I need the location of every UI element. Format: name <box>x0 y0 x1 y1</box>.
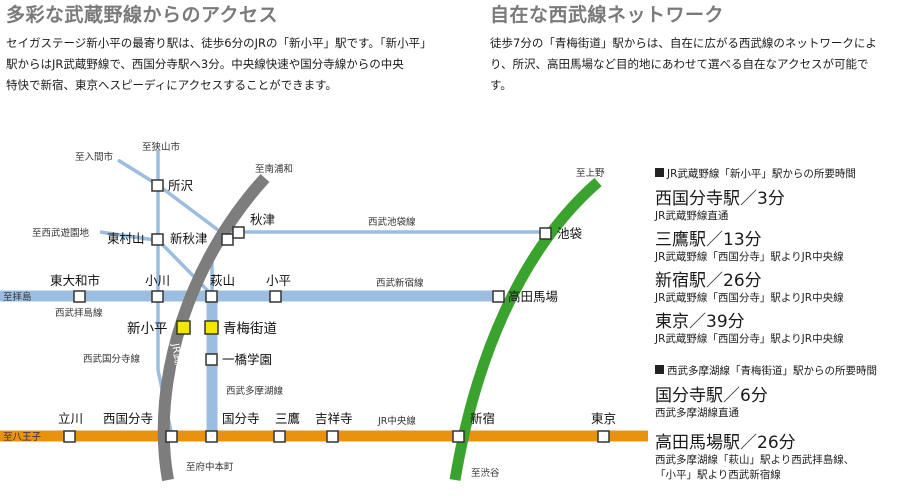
station-marker-tokyo <box>597 430 610 443</box>
line-label-tamako: 西武多摩湖線 <box>226 385 284 397</box>
line-label-ikebukuro: 西武池袋線 <box>368 216 416 228</box>
label-tokorozawa: 所沢 <box>168 178 194 193</box>
label-higashiyamato: 東大和市 <box>50 273 100 288</box>
line-label-chuo: JR中央線 <box>377 415 416 427</box>
station-marker-tachikawa <box>63 430 76 443</box>
dir-minamiurawa: 至南浦和 <box>255 163 293 175</box>
jr-item-2: 三鷹駅／13分 JR武蔵野線「西国分寺」駅よりJR中央線 <box>655 230 895 265</box>
right-line-2: り、所沢、高田馬場など目的地にあわせて選べる自在なアクセスが可能で <box>490 57 869 71</box>
station-marker-ogawa <box>151 290 164 303</box>
dir-ueno: 至上野 <box>576 168 605 179</box>
station-marker-shinjuku <box>452 430 465 443</box>
station-marker-hagiyama <box>205 290 218 303</box>
square-bullet-icon <box>655 365 664 374</box>
right-paragraph: 徒歩7分の「青梅街道」駅からは、自在に広がる西武線のネットワークによ り、所沢、… <box>490 33 895 96</box>
label-tokyo: 東京 <box>591 411 616 426</box>
right-title: 自在な西武線ネットワーク <box>490 4 725 26</box>
jr-section-header: JR武蔵野線「新小平」駅からの所要時間 <box>655 166 895 181</box>
seibu-item-1-dest: 国分寺駅／6分 <box>655 386 768 406</box>
jr-item-4-route: JR武蔵野線「西国分寺」駅よりJR中央線 <box>655 333 844 345</box>
seibu-item-2-route-1: 西武多摩湖線「萩山」駅より西武拝島線、 <box>655 454 855 466</box>
station-marker-omekaido <box>204 320 219 335</box>
station-marker-kichijoji <box>326 430 339 443</box>
jr-item-4-dest: 東京／39分 <box>655 312 745 332</box>
seibu-header-text: 西武多摩湖線「青梅街道」駅からの所要時間 <box>667 365 877 377</box>
left-line-3: 特快で新宿、東京へスピーディにアクセスすることができます。 <box>6 78 337 92</box>
left-line-1: セイガステージ新小平の最寄り駅は、徒歩6分のJRの「新小平」駅です。「新小平」 <box>6 36 432 50</box>
jr-item-3-dest: 新宿駅／26分 <box>655 271 762 291</box>
seibu-item-2-dest: 高田馬場駅／26分 <box>655 433 796 453</box>
jr-header-text: JR武蔵野線「新小平」駅からの所要時間 <box>667 168 856 180</box>
square-bullet-icon <box>655 168 664 177</box>
station-marker-ikebukuro <box>539 227 552 240</box>
label-takadanobaba: 高田馬場 <box>508 289 558 304</box>
seibu-item-2-route-2: 「小平」駅より西武新宿線 <box>655 469 781 481</box>
label-kokubunji: 国分寺 <box>222 411 260 426</box>
jr-item-4: 東京／39分 JR武蔵野線「西国分寺」駅よりJR中央線 <box>655 312 895 347</box>
dir-hachioji: 至八王子 <box>3 432 42 443</box>
jr-item-1: 西国分寺駅／3分 JR武蔵野線直通 <box>655 189 895 224</box>
jr-item-1-route: JR武蔵野線直通 <box>655 210 729 222</box>
station-marker-mitaka <box>273 430 286 443</box>
label-shinjuku: 新宿 <box>470 411 495 426</box>
label-shinakitsu: 新秋津 <box>170 231 208 246</box>
station-marker-akitsu <box>232 226 245 239</box>
label-nishikokubunji: 西国分寺 <box>103 411 153 426</box>
right-line-1: 徒歩7分の「青梅街道」駅からは、自在に広がる西武線のネットワークによ <box>490 36 877 50</box>
jr-item-3: 新宿駅／26分 JR武蔵野線「西国分寺」駅よりJR中央線 <box>655 271 895 306</box>
left-line-2: 駅からはJR武蔵野線で、西国分寺駅へ3分。中央線快速や国分寺線からの中央 <box>6 57 404 71</box>
station-marker-takadanobaba <box>492 290 505 303</box>
seibu-lines <box>99 150 545 437</box>
seibu-section-header: 西武多摩湖線「青梅街道」駅からの所要時間 <box>655 363 895 378</box>
route-map: 所沢 東村山 新秋津 秋津 池袋 東大和市 小川 萩山 小平 高田馬場 一橋学園… <box>0 141 648 482</box>
station-marker-tokorozawa <box>151 179 164 192</box>
seibu-yuenchi-line <box>99 230 156 242</box>
dir-iruma: 至入間市 <box>75 151 114 163</box>
station-marker-higashiyamato <box>73 290 86 303</box>
station-marker-shinakitsu <box>221 233 234 246</box>
station-marker-kodaira <box>269 290 282 303</box>
dir-sayama: 至狭山市 <box>142 141 181 153</box>
seibu-item-2: 高田馬場駅／26分 西武多摩湖線「萩山」駅より西武拝島線、 「小平」駅より西武新… <box>655 433 895 483</box>
seibu-item-1-route: 西武多摩湖線直通 <box>655 407 739 419</box>
label-hitotsubashi: 一橋学園 <box>222 352 272 367</box>
label-kichijoji: 吉祥寺 <box>315 411 353 426</box>
dir-seibuyuenchi: 至西武遊園地 <box>32 227 90 239</box>
travel-time-panel: JR武蔵野線「新小平」駅からの所要時間 西国分寺駅／3分 JR武蔵野線直通 三鷹… <box>655 160 895 483</box>
seibu-ikebukuro-line-north <box>156 183 228 238</box>
line-label-kokubunji: 西武国分寺線 <box>83 353 141 365</box>
label-tachikawa: 立川 <box>58 411 83 426</box>
jr-item-2-dest: 三鷹駅／13分 <box>655 230 762 250</box>
station-marker-nishikokubunji <box>165 430 178 443</box>
station-marker-hitotsubashi <box>205 353 218 366</box>
label-shinkodaira: 新小平 <box>127 321 168 337</box>
label-akitsu: 秋津 <box>250 212 275 227</box>
station-marker-shinkodaira <box>176 320 191 335</box>
jr-item-2-route: JR武蔵野線「西国分寺」駅よりJR中央線 <box>655 251 844 263</box>
label-kodaira: 小平 <box>266 273 291 288</box>
line-label-shinjuku: 西武新宿線 <box>376 277 424 289</box>
jr-item-1-dest: 西国分寺駅／3分 <box>655 189 785 209</box>
dir-shibuya: 至渋谷 <box>471 467 500 479</box>
dir-fuchu: 至府中本町 <box>186 461 234 473</box>
line-label-haijima: 西武拝島線 <box>55 307 103 319</box>
label-hagiyama: 萩山 <box>210 273 235 288</box>
dir-haijima: 至拝島 <box>3 291 32 303</box>
seibu-item-1: 国分寺駅／6分 西武多摩湖線直通 <box>655 386 895 421</box>
seibu-kokubunji-branch <box>156 238 214 297</box>
label-higashimurayama: 東村山 <box>107 231 145 246</box>
left-title: 多彩な武蔵野線からのアクセス <box>6 4 279 26</box>
station-marker-higashimurayama <box>151 233 164 246</box>
label-ogawa: 小川 <box>145 273 170 288</box>
label-mitaka: 三鷹 <box>275 411 300 426</box>
label-omekaido: 青梅街道 <box>223 321 277 337</box>
label-ikebukuro: 池袋 <box>557 226 583 241</box>
station-marker-kokubunji <box>205 430 218 443</box>
right-line-3: す。 <box>490 78 512 92</box>
jr-item-3-route: JR武蔵野線「西国分寺」駅よりJR中央線 <box>655 292 844 304</box>
left-paragraph: セイガステージ新小平の最寄り駅は、徒歩6分のJRの「新小平」駅です。「新小平」 … <box>6 33 466 96</box>
